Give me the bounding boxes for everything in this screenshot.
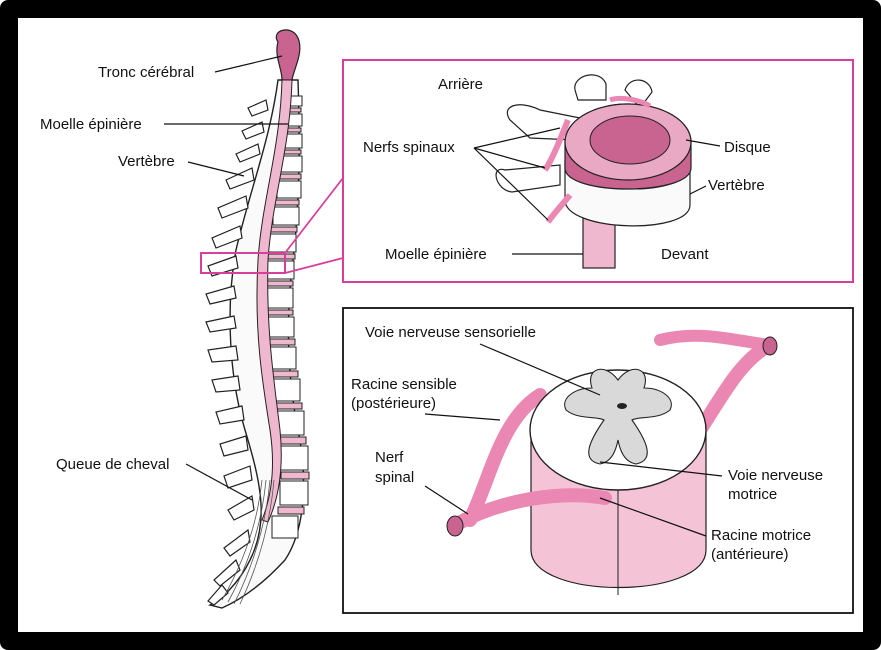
label-spinal-nerves: Nerfs spinaux [363,139,455,156]
label-disc: Disque [724,139,771,156]
leader-vertebra-left [188,162,244,176]
label-sensory-pathway: Voie nerveuse sensorielle [365,324,536,341]
leader-brainstem [215,56,282,72]
label-spinal-nerve-2: spinal [375,469,414,486]
label-motor-root-1: Racine motrice [711,527,811,544]
label-cauda-equina: Queue de cheval [56,456,169,473]
label-sensory-root-2: (postérieure) [351,395,436,412]
label-vertebra-left: Vertèbre [118,153,175,170]
label-back: Arrière [438,76,483,93]
label-brainstem: Tronc cérébral [98,64,194,81]
label-vertebra-right: Vertèbre [708,177,765,194]
spine-side-view [201,30,343,608]
label-spinal-cord-left: Moelle épinière [40,116,142,133]
label-motor-pathway-1: Voie nerveuse [728,467,823,484]
brainstem-shape [276,30,300,80]
label-motor-root-2: (antérieure) [711,546,789,563]
label-spinal-cord-inset: Moelle épinière [385,246,487,263]
label-front: Devant [661,246,709,263]
label-spinal-nerve-1: Nerf [375,449,404,466]
label-sensory-root-1: Racine sensible [351,376,457,393]
label-motor-pathway-2: motrice [728,486,777,503]
